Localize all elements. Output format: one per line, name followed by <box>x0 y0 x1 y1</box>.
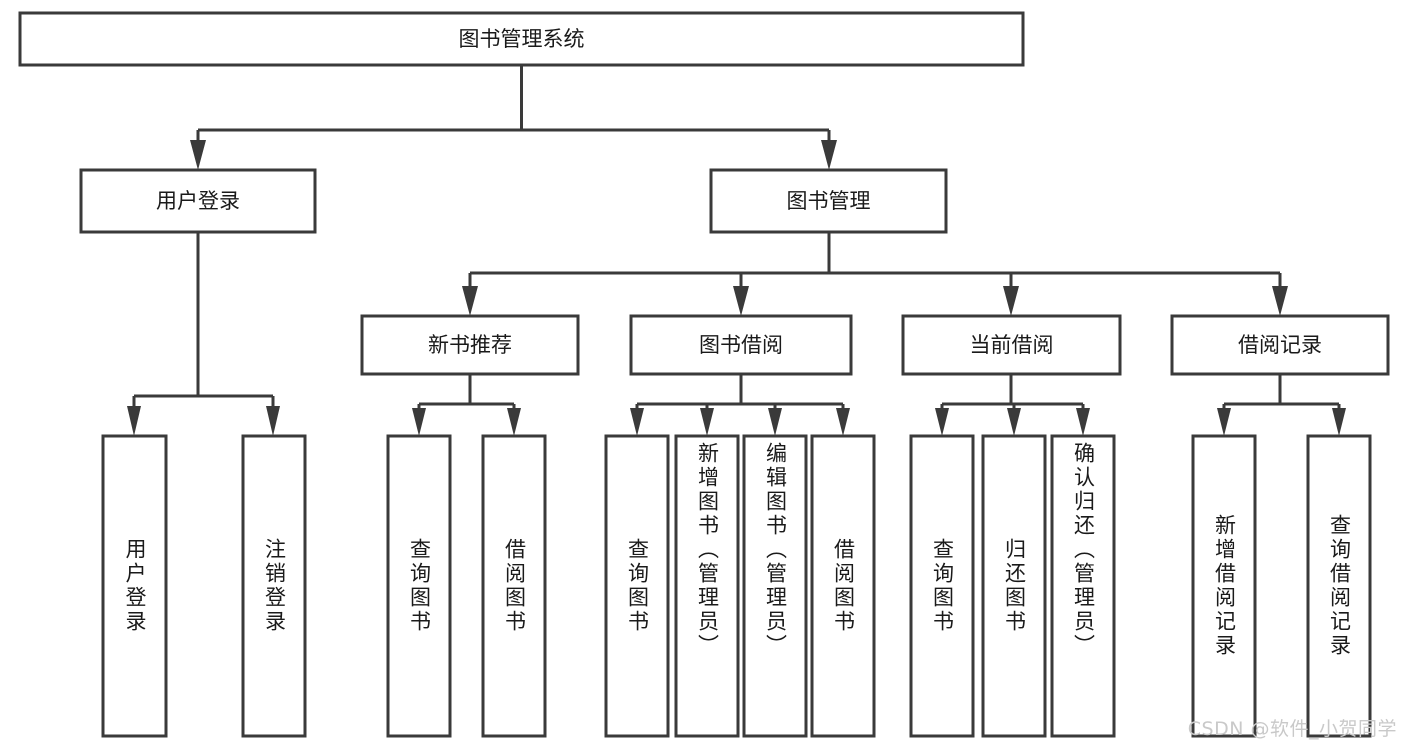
node-root-rect[interactable] <box>18 11 1025 67</box>
connector-group-user-login <box>127 232 280 436</box>
connector-group-book-borrow <box>630 374 850 436</box>
node-leaf-return-book-rect[interactable] <box>981 434 1047 738</box>
leaf-boxes <box>101 434 1372 738</box>
node-new-book-recommend-label: 新书推荐 <box>428 333 512 357</box>
node-user-login-label: 用户登录 <box>156 189 240 213</box>
node-root[interactable]: 图书管理系统 <box>18 11 1025 67</box>
arrow-head-user-login <box>190 140 206 170</box>
arrow-head-leaf-add-book-admin <box>700 408 714 436</box>
arrow-head-leaf-query-book-3 <box>935 408 949 436</box>
arrow-head-leaf-edit-book-admin <box>768 408 782 436</box>
connector-group-new-book-recommend <box>412 374 521 436</box>
arrow-head-new-book-recommend <box>462 286 478 316</box>
arrow-head-leaf-borrow-book-2 <box>836 408 850 436</box>
node-book-manage-label: 图书管理 <box>787 189 871 213</box>
connector-group-book-manage <box>462 232 1288 316</box>
arrow-head-current-borrow <box>1003 286 1019 316</box>
node-new-book-recommend-rect[interactable] <box>360 314 580 376</box>
arrow-head-leaf-return-book <box>1007 408 1021 436</box>
node-leaf-edit-book-admin-rect[interactable] <box>742 434 808 738</box>
arrow-head-leaf-query-book-1 <box>412 408 426 436</box>
node-book-borrow[interactable]: 图书借阅 <box>629 314 853 376</box>
node-user-login[interactable]: 用户登录 <box>79 168 317 234</box>
node-leaf-query-book-2-rect[interactable] <box>604 434 670 738</box>
arrow-head-leaf-confirm-return-admin <box>1076 408 1090 436</box>
node-book-manage[interactable]: 图书管理 <box>709 168 948 234</box>
arrow-head-leaf-user-login <box>127 406 141 436</box>
arrow-head-leaf-query-book-2 <box>630 408 644 436</box>
arrow-head-book-borrow <box>733 286 749 316</box>
node-leaf-borrow-book-1-rect[interactable] <box>481 434 547 738</box>
node-book-borrow-label: 图书借阅 <box>699 333 783 357</box>
node-leaf-confirm-return-admin-rect[interactable] <box>1050 434 1116 738</box>
node-book-borrow-rect[interactable] <box>629 314 853 376</box>
node-root-label: 图书管理系统 <box>459 27 585 51</box>
connector-group-current-borrow <box>935 374 1090 436</box>
node-borrow-record-label: 借阅记录 <box>1238 333 1322 357</box>
arrow-head-leaf-borrow-book-1 <box>507 408 521 436</box>
csdn-watermark: CSDN @软件_小贺同学 <box>1187 718 1397 740</box>
node-current-borrow-label: 当前借阅 <box>970 333 1054 357</box>
connector-group-root <box>190 65 837 170</box>
node-leaf-borrow-book-2-rect[interactable] <box>810 434 876 738</box>
node-borrow-record[interactable]: 借阅记录 <box>1170 314 1390 376</box>
arrow-head-borrow-record <box>1272 286 1288 316</box>
arrow-head-leaf-add-borrow-record <box>1217 408 1231 436</box>
node-leaf-add-borrow-record-rect[interactable] <box>1191 434 1257 738</box>
node-borrow-record-rect[interactable] <box>1170 314 1390 376</box>
node-book-manage-rect[interactable] <box>709 168 948 234</box>
arrow-head-leaf-query-borrow-record <box>1332 408 1346 436</box>
node-leaf-add-book-admin-rect[interactable] <box>674 434 740 738</box>
node-current-borrow-rect[interactable] <box>901 314 1122 376</box>
connector-group-borrow-record <box>1217 374 1346 436</box>
arrow-head-leaf-user-logout <box>266 406 280 436</box>
arrow-head-book-manage <box>821 140 837 170</box>
node-current-borrow[interactable]: 当前借阅 <box>901 314 1122 376</box>
node-leaf-query-borrow-record-rect[interactable] <box>1306 434 1372 738</box>
node-leaf-user-logout-rect[interactable] <box>241 434 307 738</box>
node-leaf-query-book-1-rect[interactable] <box>386 434 452 738</box>
node-user-login-rect[interactable] <box>79 168 317 234</box>
node-new-book-recommend[interactable]: 新书推荐 <box>360 314 580 376</box>
node-leaf-user-login-rect[interactable] <box>101 434 168 738</box>
node-leaf-query-book-3-rect[interactable] <box>909 434 975 738</box>
